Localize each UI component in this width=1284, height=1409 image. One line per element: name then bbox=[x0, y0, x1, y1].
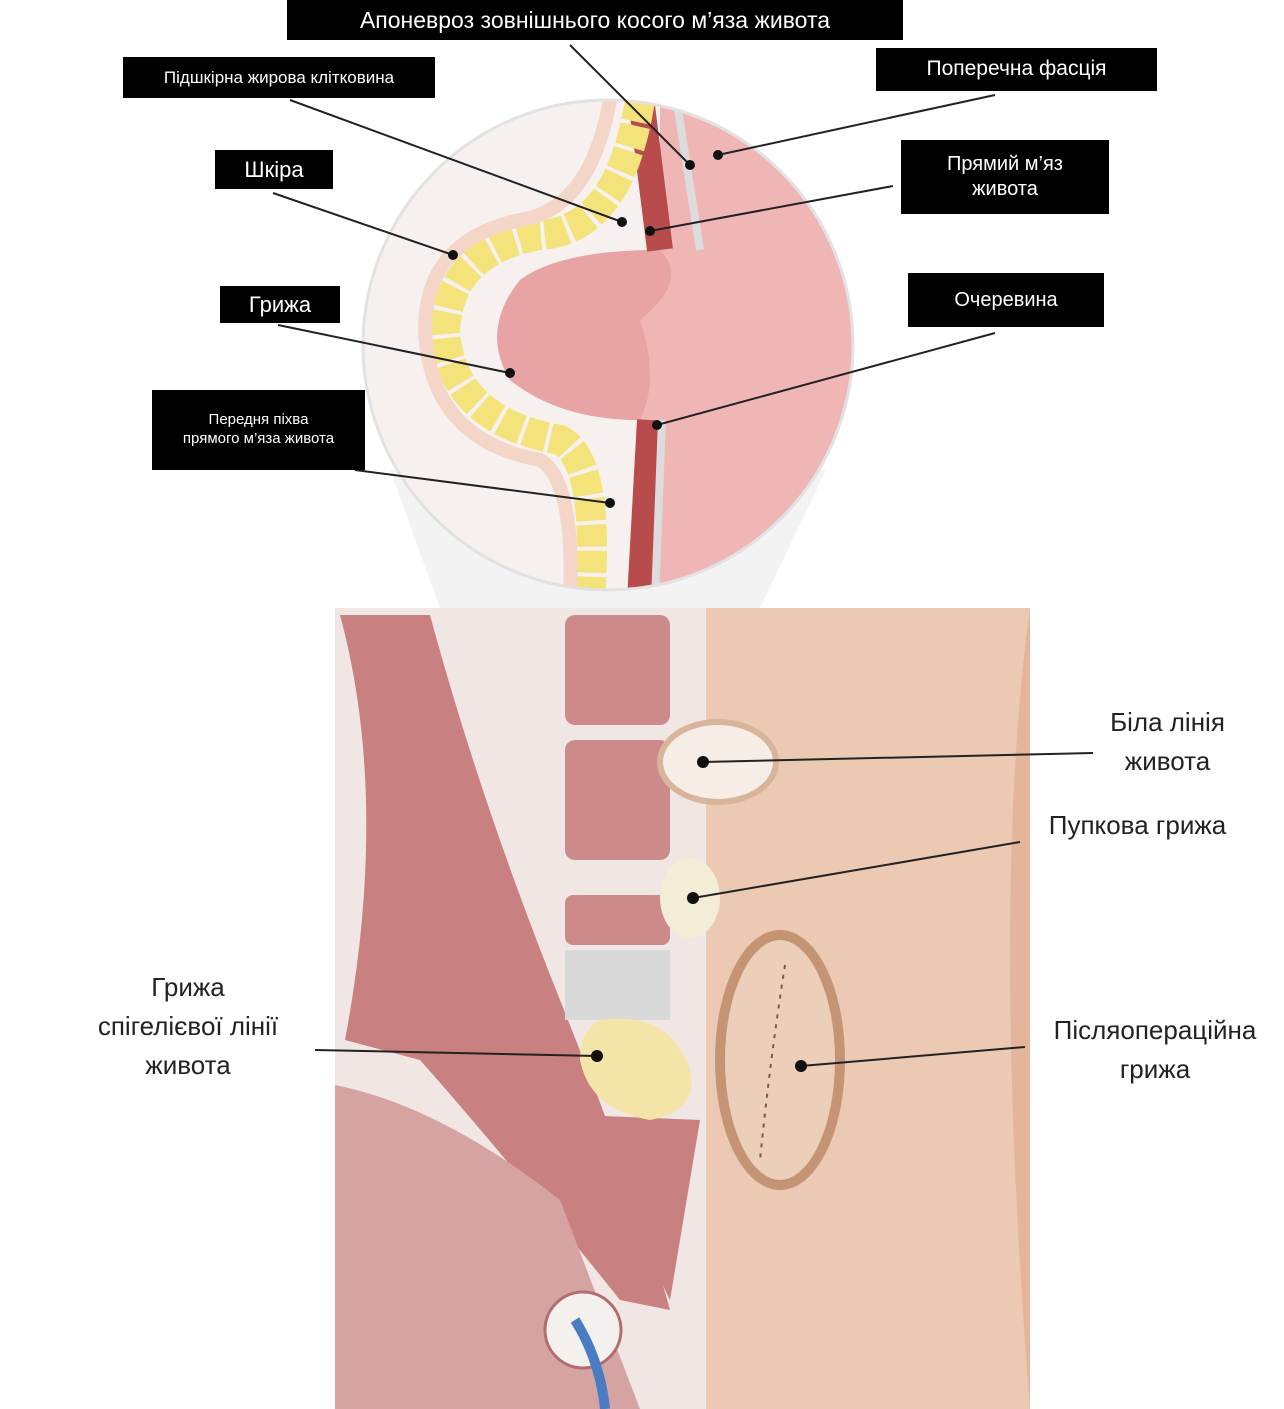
label-text: живота bbox=[972, 178, 1038, 200]
label-incisional-hernia: Післяопераційна грижа bbox=[1030, 1011, 1280, 1089]
label-linea-alba: Біла лінія живота bbox=[1090, 703, 1245, 781]
label-text: Очеревина bbox=[954, 288, 1058, 311]
label-skin: Шкіра bbox=[215, 150, 333, 189]
label-hernia: Грижа bbox=[220, 286, 340, 323]
label-peritoneum: Очеревина bbox=[908, 273, 1104, 327]
rectus-segment bbox=[565, 740, 670, 860]
label-text: Біла лінія bbox=[1110, 707, 1225, 737]
label-text: Апоневроз зовнішнього косого м’яза живот… bbox=[359, 6, 831, 33]
skin-layer bbox=[417, 100, 617, 590]
label-text: грижа bbox=[1119, 1054, 1191, 1084]
rectus-segment bbox=[565, 895, 670, 945]
label-subcutaneous-fat: Підшкірна жирова клітковина bbox=[123, 57, 435, 98]
leader-dots bbox=[448, 150, 807, 1072]
label-umbilical-hernia: Пупкова грижа bbox=[1020, 806, 1255, 845]
fat-layer bbox=[429, 100, 655, 590]
label-spigelian-hernia: Грижа спігелієвої лінії живота bbox=[68, 968, 308, 1085]
label-text: живота bbox=[1124, 746, 1211, 776]
label-text: живота bbox=[145, 1050, 231, 1080]
hernia-sac bbox=[497, 250, 672, 420]
label-text: Грижа bbox=[248, 291, 312, 317]
label-rectus-muscle: Прямий м’яз живота bbox=[901, 140, 1109, 214]
incisional-hernia bbox=[715, 930, 845, 1190]
leader-lines bbox=[272, 44, 1094, 1067]
external-oblique bbox=[340, 615, 670, 1310]
spigelian-hernia bbox=[580, 1018, 692, 1120]
label-text: Підшкірна жирова клітковина bbox=[163, 67, 395, 87]
label-transverse-fascia: Поперечна фасція bbox=[876, 48, 1157, 91]
label-text: Шкіра bbox=[244, 156, 304, 182]
label-text: Післяопераційна bbox=[1053, 1015, 1257, 1045]
label-text: Передня піхва bbox=[208, 411, 309, 429]
label-text: Поперечна фасція bbox=[926, 57, 1107, 81]
torso bbox=[335, 608, 1030, 1409]
label-aponeurosis: Апоневроз зовнішнього косого м’яза живот… bbox=[287, 0, 903, 40]
label-text: Прямий м’яз bbox=[947, 153, 1063, 175]
surgical-scar bbox=[759, 964, 786, 1161]
label-text: прямого м’яза живота bbox=[182, 430, 335, 447]
rectus-segment bbox=[565, 615, 670, 725]
label-text: спігелієвої лінії bbox=[97, 1011, 279, 1041]
label-text: Грижа bbox=[151, 972, 225, 1002]
magnified-cross-section bbox=[363, 100, 853, 590]
label-text: Пупкова грижа bbox=[1048, 810, 1227, 840]
